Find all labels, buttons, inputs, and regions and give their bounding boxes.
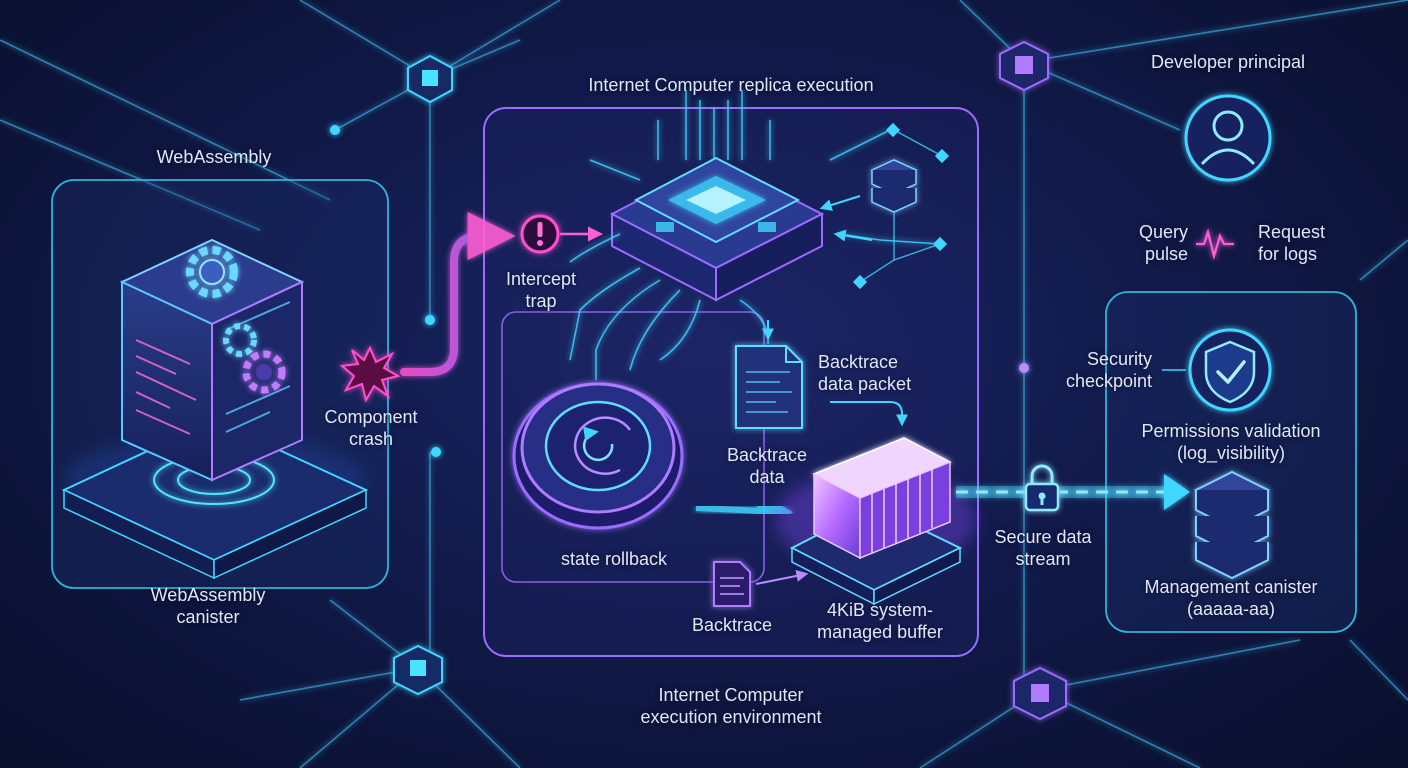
pulse-icon	[1196, 228, 1234, 261]
crash-flow-arrow	[400, 212, 516, 376]
intercept-trap-label: Intercept trap	[505, 269, 577, 311]
request-for-logs-label: Request for logs	[1258, 222, 1326, 264]
document-icon	[713, 561, 751, 607]
backtrace-data-label: Backtrace data	[726, 445, 808, 487]
state-rollback-label: state rollback	[560, 549, 668, 569]
secure-stream-arrow	[956, 474, 1190, 510]
webassembly-canister-label: WebAssembly canister	[150, 585, 266, 627]
shield-check-icon	[1188, 328, 1272, 412]
crash-burst-icon	[339, 345, 401, 403]
gear-icon	[223, 323, 286, 394]
rollback-spiral-icon	[512, 382, 684, 530]
user-icon	[1184, 94, 1272, 182]
document-icon	[735, 345, 803, 429]
management-panel	[1105, 291, 1357, 633]
environment-title: Internet Computer execution environment	[640, 685, 822, 727]
replica-title: Internet Computer replica execution	[588, 75, 874, 95]
network-node-icon	[330, 58, 1029, 457]
buffer-label: 4KiB system-managed buffer	[817, 600, 943, 642]
backtrace-label: Backtrace	[691, 615, 773, 635]
query-pulse-label: Query pulse	[1138, 222, 1188, 264]
secure-data-stream-label: Secure data stream	[994, 527, 1092, 569]
rollback-panel	[501, 311, 765, 583]
security-checkpoint-label: Security checkpoint	[1065, 349, 1152, 391]
processor-chip-icon	[609, 90, 825, 302]
webassembly-title: WebAssembly	[156, 147, 272, 167]
permissions-validation-label: Permissions validation (log_visibility)	[1141, 421, 1321, 463]
developer-title: Developer principal	[1150, 52, 1306, 72]
network-node-icon	[393, 40, 1067, 721]
alert-icon	[520, 214, 560, 254]
component-crash-label: Component crash	[324, 407, 418, 449]
server-stack-icon	[870, 159, 918, 213]
gear-icon	[186, 246, 238, 298]
webassembly-canister-block	[61, 238, 369, 580]
buffer-block-icon	[776, 437, 976, 606]
server-stack-icon	[1193, 470, 1271, 580]
management-canister-label: Management canister (aaaaa-aa)	[1144, 577, 1318, 619]
padlock-icon	[1024, 464, 1060, 512]
backtrace-data-packet-label: Backtrace data packet	[818, 352, 912, 394]
